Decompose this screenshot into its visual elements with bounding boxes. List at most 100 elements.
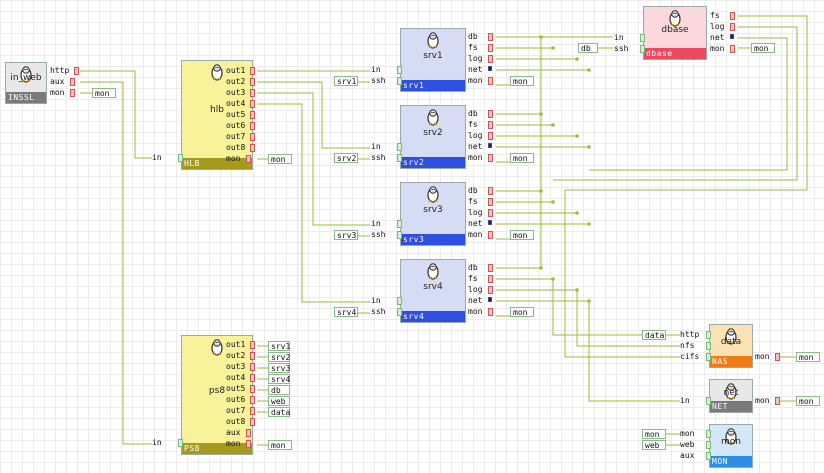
- pin-dbase-net[interactable]: [730, 34, 734, 39]
- port-srv4-ssh[interactable]: ssh: [371, 307, 386, 316]
- port-srv4-fs[interactable]: fs: [468, 274, 478, 283]
- port-srv4-mon[interactable]: mon: [468, 307, 483, 316]
- pin-in_web-aux[interactable]: [70, 78, 75, 86]
- port-srv2-net[interactable]: net: [468, 142, 483, 151]
- pin-srv4-net[interactable]: [488, 297, 492, 302]
- port-hlb-out1[interactable]: out1: [226, 66, 246, 75]
- port-srv4-db[interactable]: db: [468, 263, 478, 272]
- pin-srv3-db[interactable]: [488, 187, 493, 195]
- pin-srv2-ssh[interactable]: [397, 154, 402, 162]
- port-srv3-in[interactable]: in: [371, 219, 381, 228]
- pin-srv3-log[interactable]: [488, 209, 493, 217]
- port-srv2-mon[interactable]: mon: [468, 153, 483, 162]
- pin-data-nfs[interactable]: [706, 342, 711, 350]
- port-srv1-in[interactable]: in: [371, 65, 381, 74]
- port-ps8-out8[interactable]: out8: [226, 417, 246, 426]
- port-ps8-out4[interactable]: out4: [226, 373, 246, 382]
- pin-ps8-out1[interactable]: [250, 341, 255, 349]
- pin-data-mon[interactable]: [775, 353, 780, 361]
- port-srv1-mon[interactable]: mon: [468, 76, 483, 85]
- port-in_web-http[interactable]: http: [50, 66, 70, 75]
- pin-srv1-ssh[interactable]: [397, 77, 402, 85]
- port-hlb-out7[interactable]: out7: [226, 132, 246, 141]
- port-srv2-fs[interactable]: fs: [468, 120, 478, 129]
- port-data-cifs[interactable]: cifs: [680, 352, 700, 361]
- port-data-http[interactable]: http: [680, 330, 700, 339]
- port-in_web-aux[interactable]: aux: [50, 77, 65, 86]
- port-hlb-mon[interactable]: mon: [226, 154, 241, 163]
- pin-mon-web[interactable]: [706, 441, 711, 449]
- port-mon-aux[interactable]: aux: [680, 451, 695, 460]
- port-ps8-mon[interactable]: mon: [226, 439, 241, 448]
- pin-hlb-in[interactable]: [178, 154, 183, 162]
- pin-ps8-out8[interactable]: [250, 418, 255, 426]
- pin-data-http[interactable]: [706, 331, 711, 339]
- port-data-nfs[interactable]: nfs: [680, 341, 695, 350]
- port-srv3-fs[interactable]: fs: [468, 197, 478, 206]
- port-srv1-ssh[interactable]: ssh: [371, 76, 386, 85]
- pin-srv1-mon[interactable]: [488, 77, 493, 85]
- pin-srv4-ssh[interactable]: [397, 308, 402, 316]
- pin-srv4-log[interactable]: [488, 286, 493, 294]
- port-hlb-out8[interactable]: out8: [226, 143, 246, 152]
- pin-dbase-in[interactable]: [640, 34, 645, 42]
- port-srv1-fs[interactable]: fs: [468, 43, 478, 52]
- pin-dbase-mon[interactable]: [730, 45, 735, 53]
- port-in_web-mon[interactable]: mon: [50, 88, 65, 97]
- pin-srv2-in[interactable]: [397, 143, 402, 151]
- port-srv3-db[interactable]: db: [468, 186, 478, 195]
- port-net-in[interactable]: in: [680, 396, 690, 405]
- pin-dbase-fs[interactable]: [730, 12, 735, 20]
- port-srv2-db[interactable]: db: [468, 109, 478, 118]
- port-data-mon[interactable]: mon: [755, 352, 770, 361]
- pin-hlb-out1[interactable]: [250, 67, 255, 75]
- port-ps8-out5[interactable]: out5: [226, 384, 246, 393]
- port-hlb-out5[interactable]: out5: [226, 110, 246, 119]
- port-net-mon[interactable]: mon: [755, 396, 770, 405]
- port-srv1-db[interactable]: db: [468, 32, 478, 41]
- pin-hlb-out2[interactable]: [250, 78, 255, 86]
- pin-ps8-out5[interactable]: [250, 385, 255, 393]
- pin-srv4-in[interactable]: [397, 297, 402, 305]
- pin-hlb-out3[interactable]: [250, 89, 255, 97]
- port-dbase-log[interactable]: log: [710, 22, 725, 31]
- pin-ps8-out6[interactable]: [250, 396, 255, 404]
- pin-srv2-mon[interactable]: [488, 154, 493, 162]
- pin-srv4-db[interactable]: [488, 264, 493, 272]
- pin-ps8-aux[interactable]: [246, 429, 251, 437]
- pin-hlb-out8[interactable]: [250, 144, 255, 152]
- pin-mon-mon[interactable]: [706, 430, 711, 438]
- pin-hlb-out4[interactable]: [250, 100, 255, 108]
- pin-srv3-ssh[interactable]: [397, 231, 402, 239]
- pin-data-cifs[interactable]: [706, 353, 711, 361]
- port-ps8-out1[interactable]: out1: [226, 340, 246, 349]
- pin-hlb-out5[interactable]: [250, 111, 255, 119]
- port-dbase-ssh[interactable]: ssh: [614, 44, 629, 53]
- port-dbase-net[interactable]: net: [710, 33, 725, 42]
- port-srv4-in[interactable]: in: [371, 296, 381, 305]
- pin-ps8-mon[interactable]: [246, 440, 251, 448]
- port-srv3-mon[interactable]: mon: [468, 230, 483, 239]
- port-ps8-out2[interactable]: out2: [226, 351, 246, 360]
- port-ps8-out7[interactable]: out7: [226, 406, 246, 415]
- port-srv3-ssh[interactable]: ssh: [371, 230, 386, 239]
- port-dbase-mon[interactable]: mon: [710, 44, 725, 53]
- pin-srv3-mon[interactable]: [488, 231, 493, 239]
- pin-ps8-out2[interactable]: [250, 352, 255, 360]
- port-srv4-net[interactable]: net: [468, 296, 483, 305]
- pin-srv1-in[interactable]: [397, 66, 402, 74]
- pin-srv1-net[interactable]: [488, 66, 492, 71]
- port-srv3-log[interactable]: log: [468, 208, 483, 217]
- port-dbase-in[interactable]: in: [614, 33, 624, 42]
- pin-srv4-mon[interactable]: [488, 308, 493, 316]
- pin-hlb-out7[interactable]: [250, 133, 255, 141]
